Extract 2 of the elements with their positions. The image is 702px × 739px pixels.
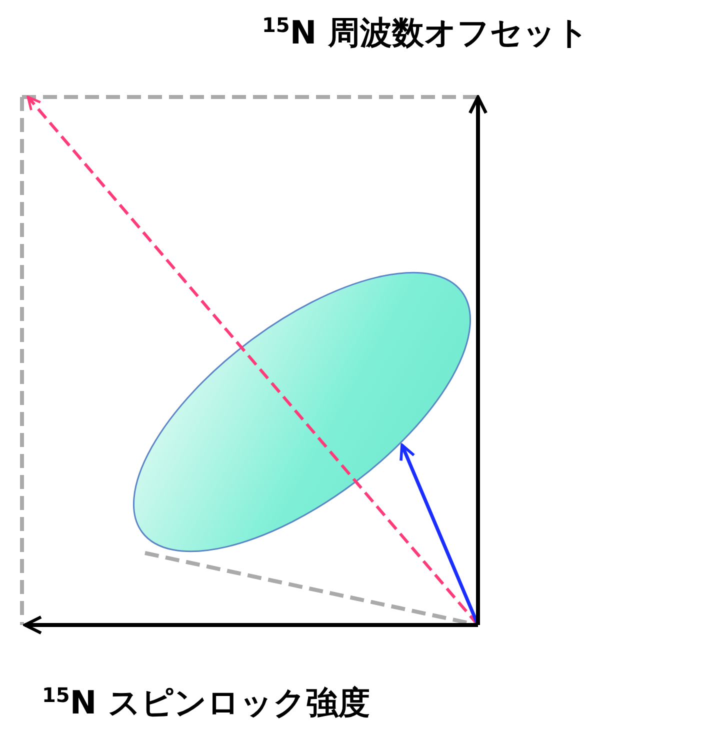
axis-label: $^{15}$N スピンロック強度 bbox=[42, 684, 370, 721]
axis-label: $^{15}$N 周波数オフセット bbox=[262, 14, 589, 51]
